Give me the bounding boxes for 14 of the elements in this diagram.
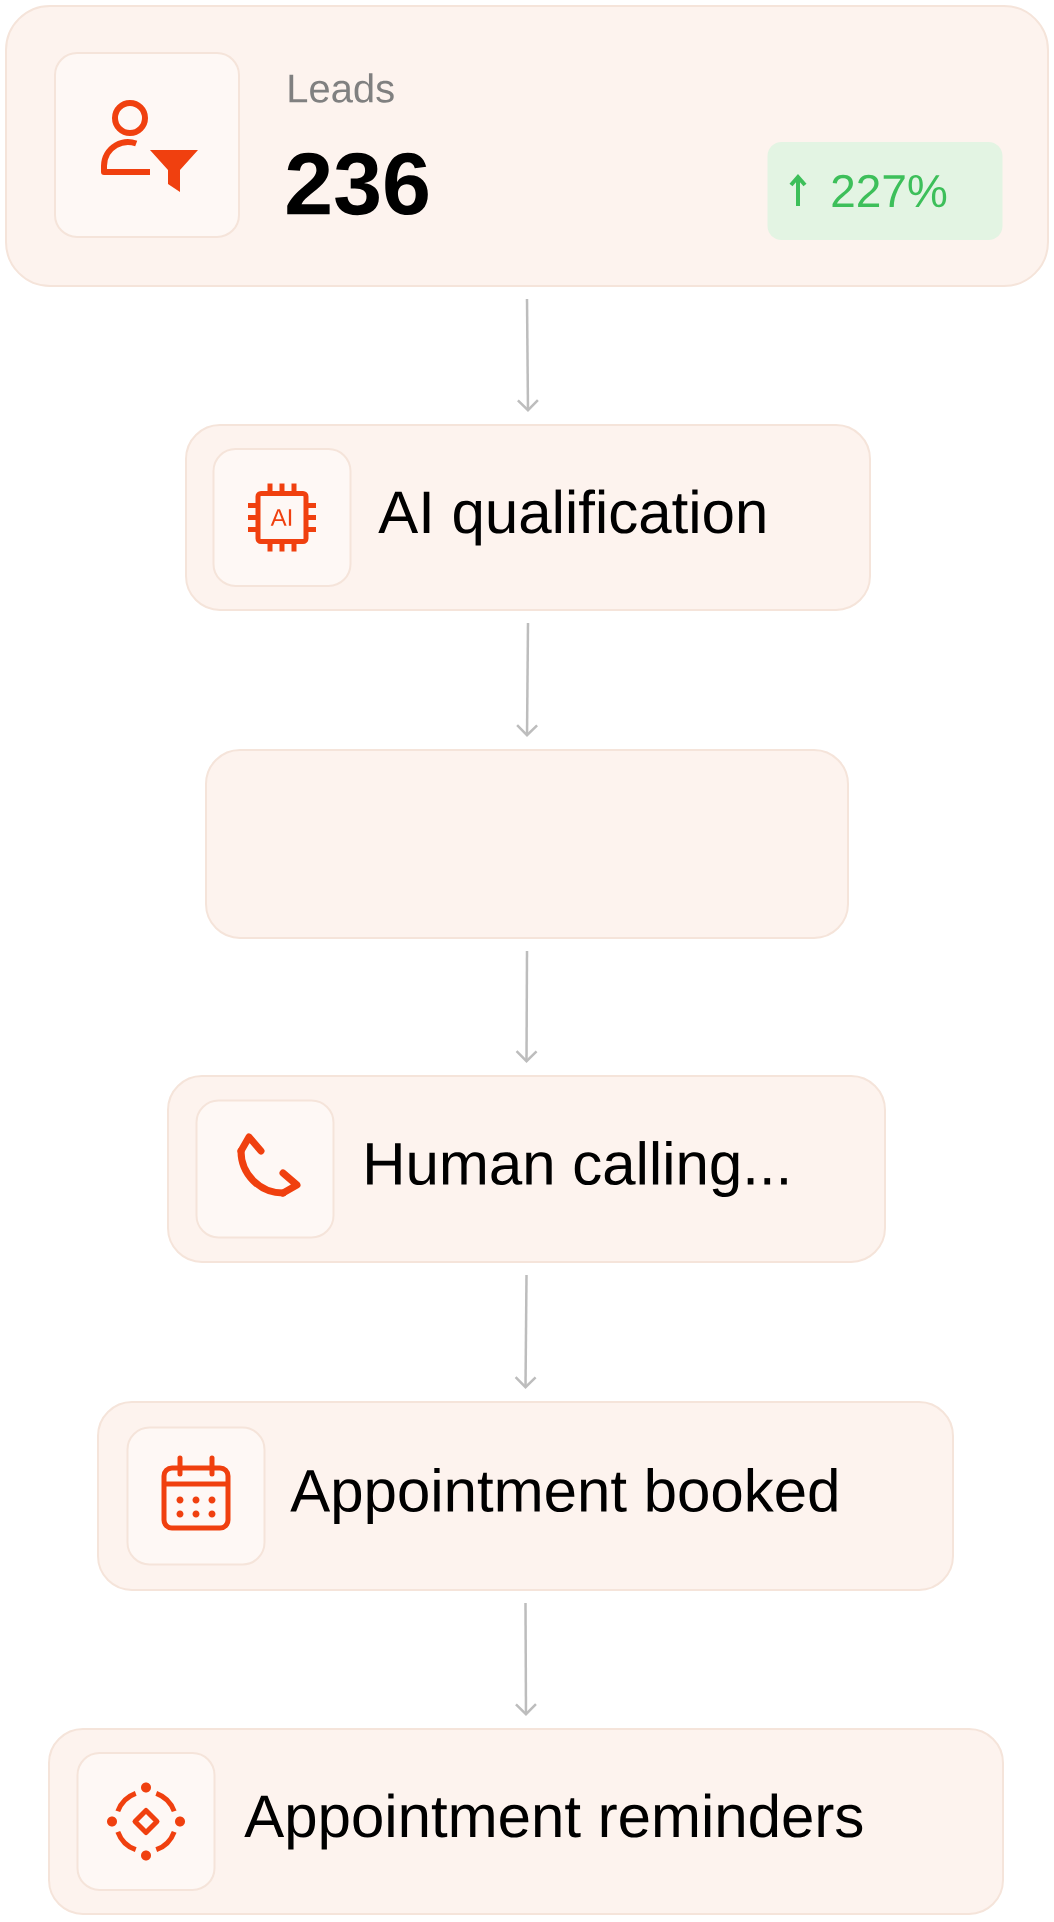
step-box: AI AI qualification [185, 424, 871, 611]
step-box [205, 749, 849, 939]
arrow [514, 1275, 537, 1389]
arrow [517, 299, 539, 412]
step-box: Human calling... [167, 1075, 886, 1263]
arrow [515, 1603, 537, 1716]
stat-value: 236 [287, 152, 428, 216]
arrow [516, 623, 538, 737]
step-box: Appointment reminders [48, 1728, 1004, 1915]
arrow [515, 951, 538, 1063]
growth-badge: 227% [767, 142, 1003, 240]
step-box: Appointment booked [97, 1401, 954, 1591]
stat-card [5, 5, 1049, 287]
stat-label: Leads [289, 73, 394, 103]
